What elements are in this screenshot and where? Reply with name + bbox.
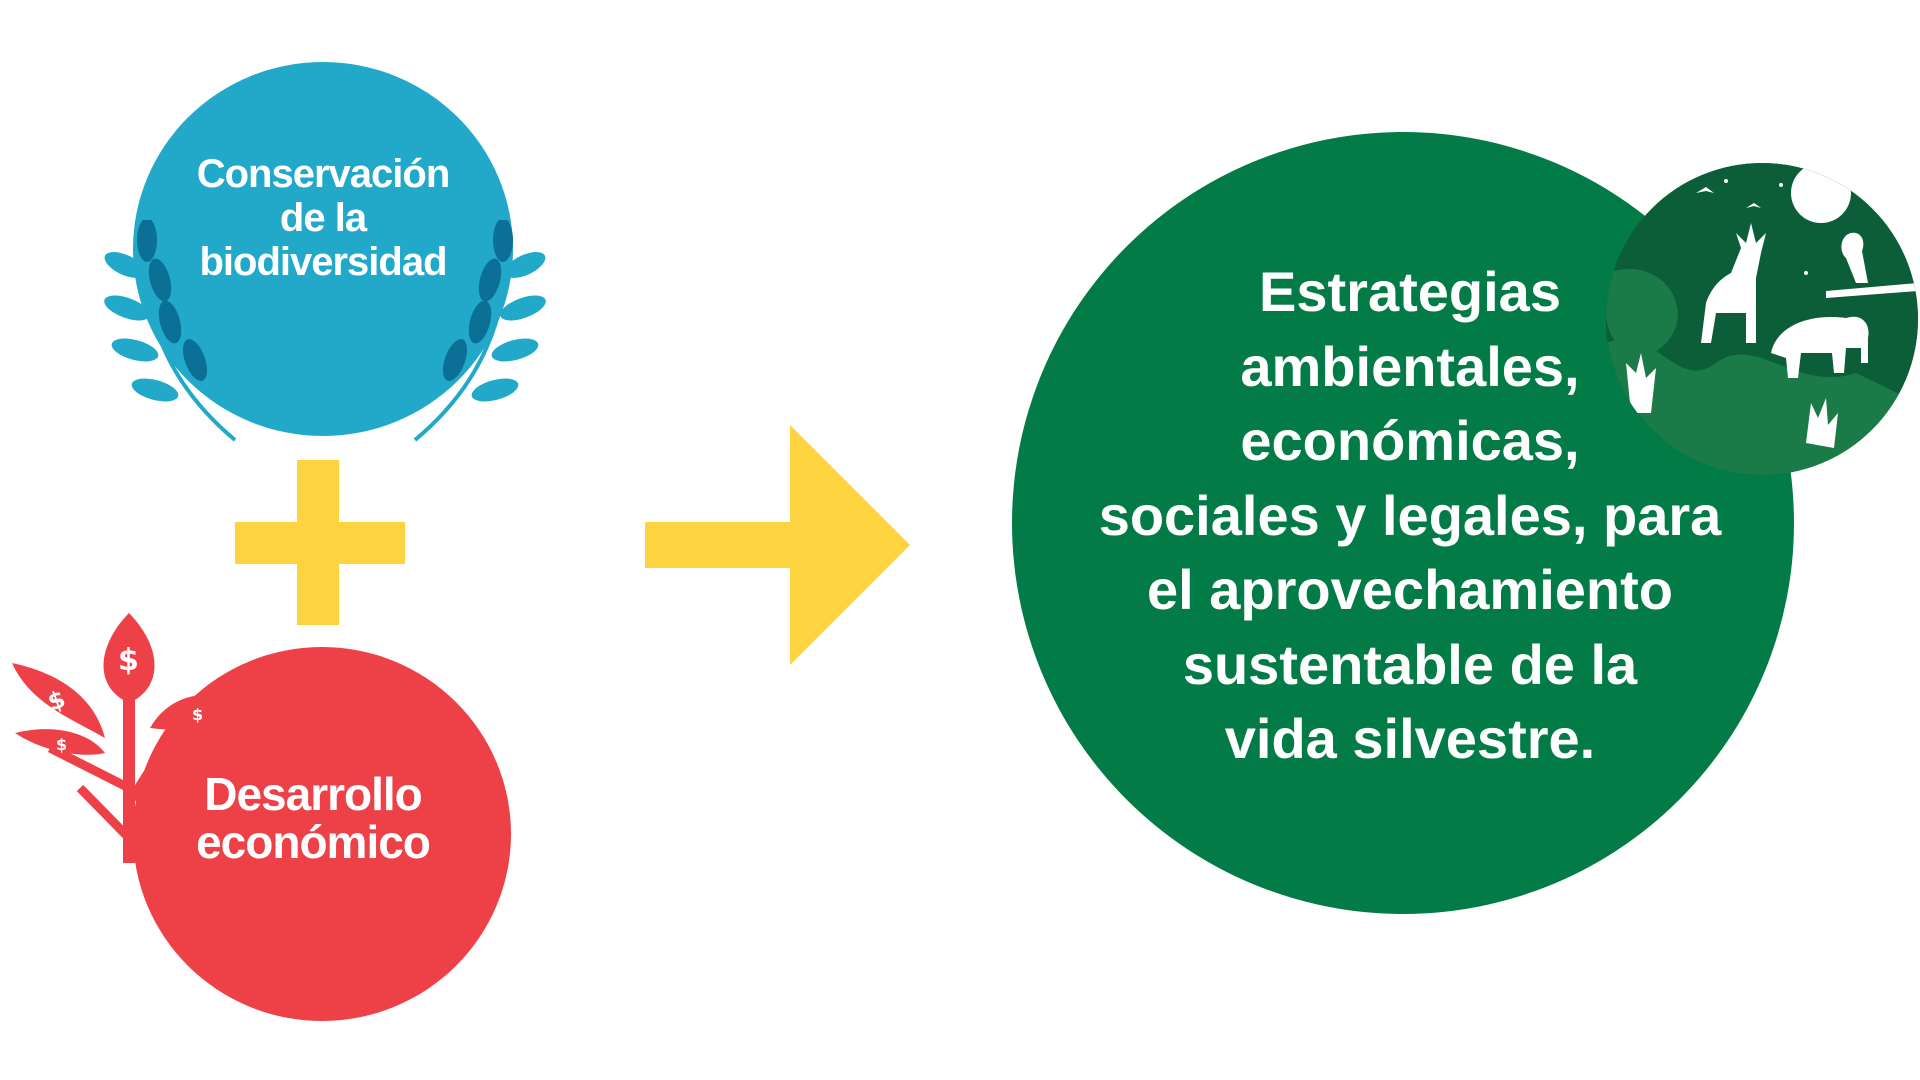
conservation-label: Conservación de la biodiversidad xyxy=(133,152,513,284)
wildlife-circle xyxy=(1606,163,1918,475)
svg-text:$: $ xyxy=(192,705,203,724)
arrow-right-icon xyxy=(645,425,910,665)
result-line-7: vida silvestre. xyxy=(1224,707,1596,770)
plus-icon xyxy=(235,460,405,625)
svg-text:$: $ xyxy=(118,643,139,678)
result-line-4: sociales y legales, para xyxy=(1098,483,1722,547)
conservation-line-1: Conservación xyxy=(196,152,451,196)
laurel-wreath-icon xyxy=(104,220,546,442)
conservation-line-3: biodiversidad xyxy=(199,240,447,284)
wildlife-silhouette-icon xyxy=(1606,163,1918,475)
development-line-2: económico xyxy=(196,816,431,868)
development-label: Desarrollo económico xyxy=(133,770,493,866)
conservation-line-2: de la xyxy=(279,196,367,240)
result-line-3: económicas, xyxy=(1240,409,1580,472)
svg-text:$: $ xyxy=(56,735,67,754)
money-tree-icon: $ $ $ $ xyxy=(12,613,235,863)
result-line-2: ambientales, xyxy=(1240,334,1580,398)
development-line-1: Desarrollo xyxy=(204,768,423,820)
result-label: Estrategias ambientales, económicas, soc… xyxy=(1040,255,1780,777)
result-line-6: sustentable de la xyxy=(1182,632,1638,696)
result-line-5: el aprovechamiento xyxy=(1147,558,1673,621)
result-line-1: Estrategias xyxy=(1259,260,1561,323)
